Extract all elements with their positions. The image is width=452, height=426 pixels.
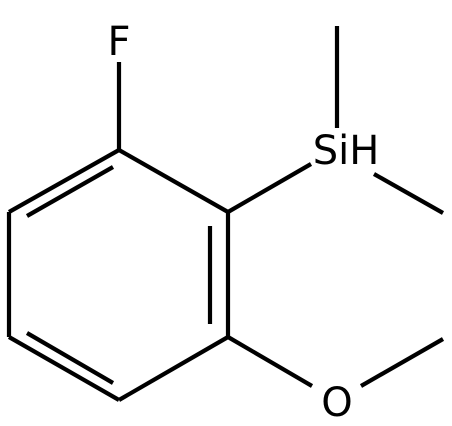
ring-bond-c4-c5 bbox=[7, 335, 121, 402]
ring-double-bond-inner-3 bbox=[25, 165, 115, 218]
atom-label-silicon: SiH bbox=[313, 128, 380, 174]
ring-bond-c6-c1 bbox=[7, 148, 121, 214]
bond-c-o bbox=[226, 335, 314, 388]
atom-label-oxygen: O bbox=[321, 380, 352, 426]
ring-double-bond-inner-2 bbox=[25, 331, 115, 385]
bond-c-si bbox=[226, 162, 313, 214]
bond-o-methyl bbox=[359, 337, 445, 388]
bond-si-methyl-down bbox=[372, 172, 445, 215]
atom-label-fluorine: F bbox=[107, 19, 130, 65]
ring-bond-c1-c2 bbox=[117, 148, 230, 214]
ring-bond-c3-c4 bbox=[117, 335, 230, 402]
